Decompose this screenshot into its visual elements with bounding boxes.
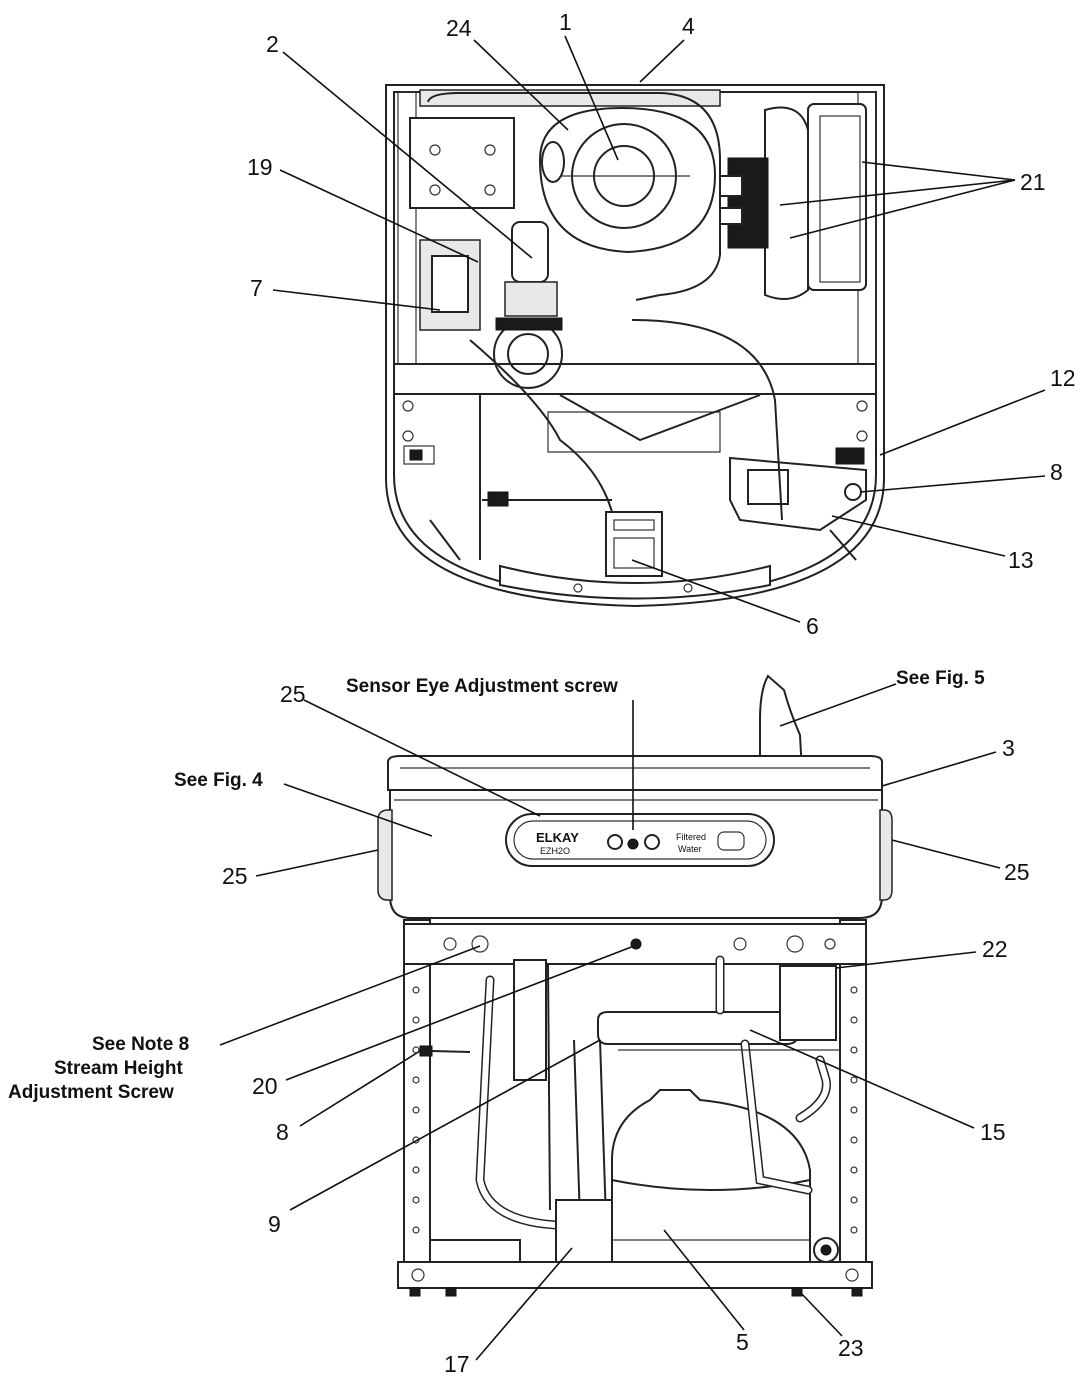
callout-2: 2 [266, 31, 279, 57]
filtered-sub-label: Water [678, 844, 702, 854]
callout-24: 24 [446, 15, 472, 41]
callout-6: 6 [806, 613, 819, 639]
callout-21: 21 [1020, 169, 1046, 195]
callout-23: 23 [838, 1335, 864, 1361]
fan-motor [538, 106, 717, 254]
callout-25-right: 25 [1004, 859, 1030, 885]
callout-15: 15 [980, 1119, 1006, 1145]
note-stream-height-1: Stream Height [54, 1058, 183, 1079]
callout-3: 3 [1002, 735, 1015, 761]
callout-7: 7 [250, 275, 263, 301]
leader-lines [219, 35, 1046, 1361]
callout-13: 13 [1008, 547, 1034, 573]
note-see-fig4: See Fig. 4 [174, 770, 263, 791]
filtered-label: Filtered [676, 832, 706, 842]
callout-25-top: 25 [280, 681, 306, 707]
condenser-fan-assembly [719, 103, 867, 300]
callout-8-bottom: 8 [276, 1119, 289, 1145]
top-view-unit [385, 84, 885, 608]
callout-12: 12 [1050, 365, 1076, 391]
callout-8-top: 8 [1050, 459, 1063, 485]
callout-17: 17 [444, 1351, 470, 1377]
callout-22: 22 [982, 936, 1008, 962]
callout-19: 19 [247, 154, 273, 180]
callout-25-left: 25 [222, 863, 248, 889]
callout-9: 9 [268, 1211, 281, 1237]
note-sensor-eye: Sensor Eye Adjustment screw [346, 676, 618, 697]
bubbler-spout [759, 674, 804, 773]
elkay-logo-sub: EZH2O [540, 846, 570, 856]
callout-4: 4 [682, 13, 695, 39]
callout-5: 5 [736, 1329, 749, 1355]
note-see-note8: See Note 8 [92, 1034, 189, 1055]
sensor-eye[interactable] [627, 838, 639, 850]
callout-labels: 1 24 4 2 19 21 7 12 8 13 6 Sensor Eye Ad… [8, 9, 1076, 1377]
elkay-logo: ELKAY [536, 830, 579, 845]
callout-1: 1 [559, 9, 572, 35]
front-view-unit: ELKAY EZH2O Filtered Water [377, 674, 893, 1297]
note-stream-height-2: Adjustment Screw [8, 1082, 174, 1103]
note-see-fig5: See Fig. 5 [896, 668, 985, 689]
callout-20: 20 [252, 1073, 278, 1099]
frame-holes [412, 986, 858, 1234]
compressor [611, 1089, 811, 1263]
sensor-badge-panel: ELKAY EZH2O Filtered Water [505, 813, 775, 867]
